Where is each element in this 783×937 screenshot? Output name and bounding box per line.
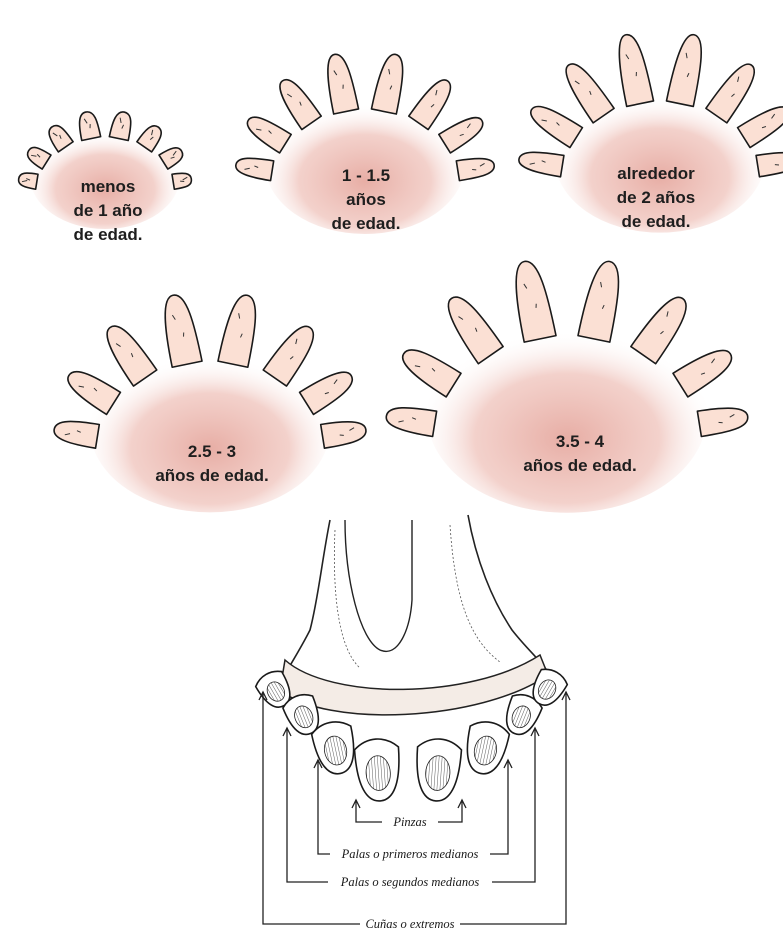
leader-line <box>318 760 330 854</box>
stage-label-lt1: menos de 1 año de edad. <box>38 175 178 247</box>
tooth <box>300 364 359 414</box>
tooth <box>439 111 488 153</box>
tongue <box>345 520 412 651</box>
jaw-illustration <box>253 515 570 802</box>
tooth <box>396 342 461 397</box>
tooth <box>631 290 695 364</box>
tooth <box>17 171 38 189</box>
tooth <box>263 319 321 386</box>
leader-line <box>438 800 462 822</box>
legend: Pinzas Palas o primeros medianos Palas o… <box>340 815 480 931</box>
upper-lip-left <box>282 520 330 680</box>
stage-label-1to1-5: 1 - 1.5 años de edad. <box>296 164 436 236</box>
tooth <box>673 342 738 397</box>
tooth <box>62 364 121 414</box>
legend-extremos: Cuñas o extremos <box>365 917 454 931</box>
tooth <box>706 58 762 123</box>
stage-label-2-5to3: 2.5 - 3 años de edad. <box>122 440 302 488</box>
legend-pinzas: Pinzas <box>392 815 426 829</box>
jaw-tooth <box>461 718 511 777</box>
tooth <box>242 111 291 153</box>
legend-primeros-medianos: Palas o primeros medianos <box>341 847 479 861</box>
tooth <box>409 74 457 129</box>
tooth <box>558 58 614 123</box>
leader-line <box>356 800 382 822</box>
stage-label-2: alrededor de 2 años de edad. <box>586 162 726 234</box>
jaw-tooth <box>414 738 462 803</box>
tooth <box>98 319 156 386</box>
tooth <box>439 290 503 364</box>
legend-segundos-medianos: Palas o segundos medianos <box>340 875 480 889</box>
tooth <box>525 100 582 148</box>
tooth <box>273 74 321 129</box>
upper-lip-right <box>468 515 548 672</box>
stage-label-3-5to4: 3.5 - 4 años de edad. <box>490 430 670 478</box>
gum-band <box>280 655 548 715</box>
jaw-tooth <box>354 738 402 803</box>
leader-line <box>490 760 508 854</box>
